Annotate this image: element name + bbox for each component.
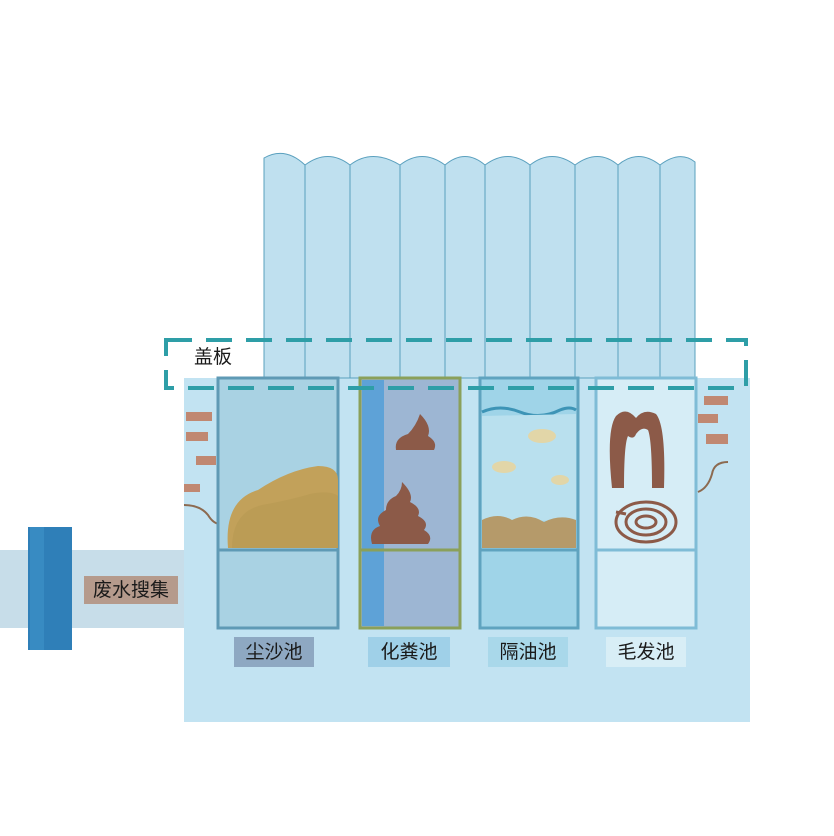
tank-label-septic: 化粪池 [368, 637, 450, 667]
tank-label-grease: 隔油池 [488, 637, 568, 667]
waste-pile-large [371, 482, 431, 544]
hair-clump [609, 411, 665, 488]
tank-grease [478, 376, 580, 630]
inlet-label: 废水搜集 [84, 576, 178, 604]
tank-sand [216, 376, 340, 630]
grease-blob [551, 475, 569, 485]
sediment [482, 516, 576, 548]
grease-blob [492, 461, 516, 473]
waste-pile-small [395, 414, 436, 450]
corrugated-cover [263, 152, 696, 379]
brick-wall-right [698, 396, 728, 444]
hair-coil [614, 500, 678, 544]
tank-septic [358, 376, 462, 630]
cover-label: 盖板 [194, 346, 233, 368]
grease-blob [528, 429, 556, 443]
cover-outline [164, 338, 748, 390]
brick-wall-left [184, 412, 216, 492]
root-right [697, 461, 729, 493]
tank-label-sand: 尘沙池 [234, 637, 314, 667]
tank-hair [594, 376, 698, 630]
tank-label-hair: 毛发池 [606, 637, 686, 667]
